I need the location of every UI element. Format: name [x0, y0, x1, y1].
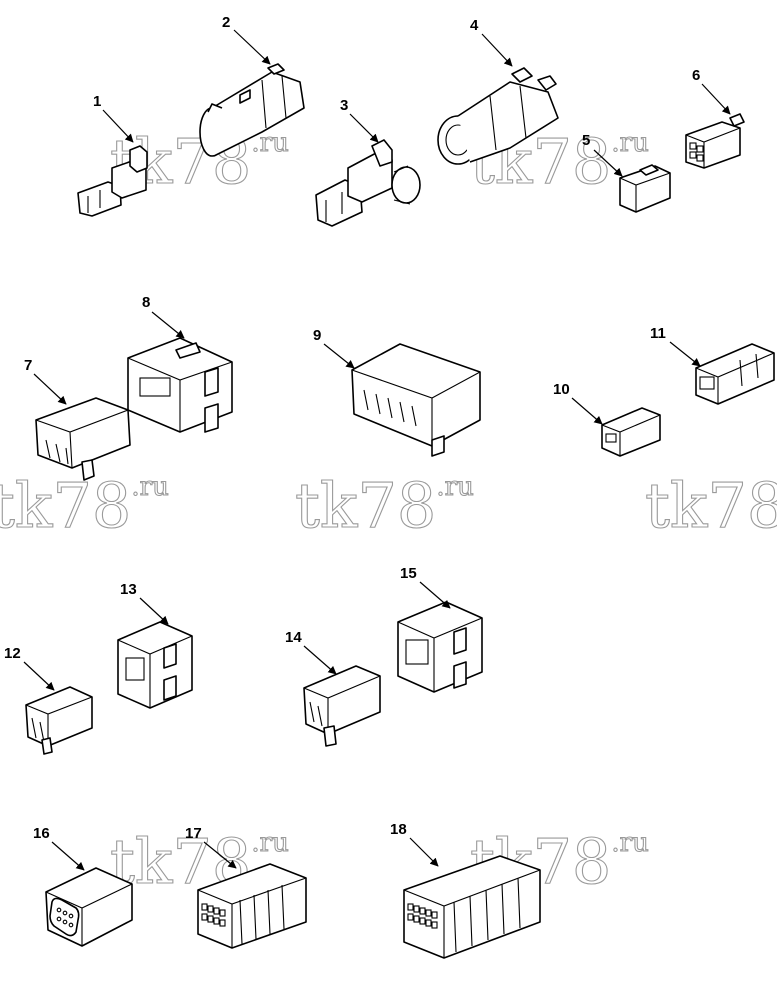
callout-6: 6 — [692, 67, 731, 115]
svg-text:tk78: tk78 — [645, 469, 777, 542]
callout-1: 1 — [93, 93, 134, 143]
callout-2: 2 — [222, 14, 271, 65]
part-15-latch-housing — [397, 601, 483, 693]
watermark: tk78 — [644, 468, 777, 542]
callout-7: 7 — [24, 357, 67, 405]
cavity-grid — [407, 903, 438, 929]
callout-8: 8 — [142, 294, 185, 339]
callout-label: 5 — [582, 132, 590, 149]
callout-label: 10 — [553, 381, 570, 398]
part-14-housing — [303, 665, 381, 747]
callout-label: 9 — [313, 327, 321, 344]
part-4-sealed-connector — [437, 67, 559, 165]
callout-13: 13 — [120, 581, 169, 625]
callout-9: 9 — [313, 327, 355, 369]
callout-label: 15 — [400, 565, 417, 582]
watermark: tk78.ru — [469, 124, 649, 198]
callout-16: 16 — [33, 825, 85, 871]
callout-11: 11 — [650, 325, 701, 367]
callout-4: 4 — [470, 17, 513, 67]
callout-label: 14 — [285, 629, 302, 646]
part-13-latch-housing — [117, 621, 193, 709]
part-1-terminal — [77, 145, 148, 217]
part-6-socket-4way — [685, 113, 745, 169]
callout-5: 5 — [582, 132, 623, 177]
callout-3: 3 — [340, 97, 379, 143]
callout-label: 8 — [142, 294, 150, 311]
callout-label: 11 — [650, 325, 666, 342]
callout-17: 17 — [185, 825, 237, 869]
part-11-single-housing — [695, 343, 775, 405]
callout-14: 14 — [285, 629, 337, 675]
callout-label: 6 — [692, 67, 700, 84]
callouts: 1 2 3 4 5 6 7 8 — [4, 14, 731, 871]
part-10-single-housing — [601, 407, 661, 457]
part-17-multi-cavity — [197, 863, 307, 949]
part-3-terminal-seal — [315, 139, 421, 227]
callout-18: 18 — [390, 821, 439, 867]
part-9-long-housing — [351, 343, 481, 457]
callout-label: 16 — [33, 825, 50, 842]
part-7-housing — [35, 397, 131, 481]
callout-15: 15 — [400, 565, 451, 609]
callout-label: 1 — [93, 93, 101, 110]
svg-text:tk78.ru: tk78.ru — [470, 125, 649, 198]
callout-10: 10 — [553, 381, 603, 425]
callout-label: 4 — [470, 17, 479, 34]
callout-label: 13 — [120, 581, 137, 598]
svg-text:tk78.ru: tk78.ru — [0, 469, 169, 542]
callout-label: 12 — [4, 645, 21, 662]
part-18-multi-cavity — [403, 855, 541, 959]
cavity-grid — [201, 903, 226, 927]
watermark: tk78.ru — [0, 468, 169, 542]
svg-text:tk78.ru: tk78.ru — [295, 469, 474, 542]
part-5-block — [619, 164, 671, 213]
callout-12: 12 — [4, 645, 55, 691]
part-12-housing — [25, 686, 93, 755]
callout-label: 7 — [24, 357, 32, 374]
part-8-latch-housing — [127, 337, 233, 433]
watermark: tk78.ru — [294, 468, 474, 542]
part-2-cylindrical-housing — [199, 63, 305, 157]
callout-label: 2 — [222, 14, 230, 31]
callout-label: 17 — [185, 825, 202, 842]
part-16-dsub-connector — [45, 867, 133, 947]
callout-label: 18 — [390, 821, 407, 838]
callout-label: 3 — [340, 97, 348, 114]
watermark-layer: tk78.ru tk78.ru tk78.ru tk78.ru tk78 tk7… — [0, 124, 777, 898]
